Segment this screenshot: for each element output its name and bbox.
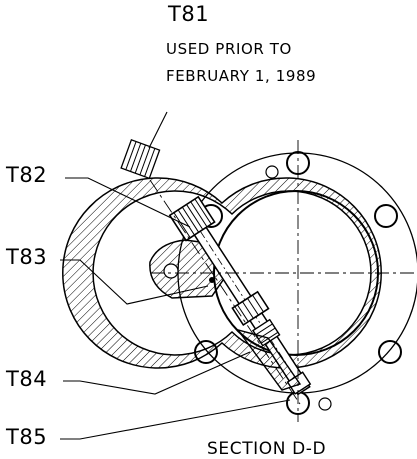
t84-leader xyxy=(63,351,251,395)
t81-note-line2: FEBRUARY 1, 1989 xyxy=(166,67,317,85)
clamp-ring xyxy=(62,177,382,369)
t82-label: T82 xyxy=(6,163,48,187)
t81-knob xyxy=(120,139,161,180)
clamp-arm xyxy=(236,328,302,391)
t83-leader xyxy=(60,259,209,305)
leader-lines xyxy=(60,111,291,440)
t82-leader xyxy=(65,177,191,228)
t81-note-line1: USED PRIOR TO xyxy=(166,40,292,58)
t83-label: T83 xyxy=(6,245,48,269)
lug-pin-hole xyxy=(163,263,179,279)
pivot-dot xyxy=(209,277,215,283)
bolt-hole-upper-right xyxy=(374,204,398,228)
t81-label: T81 xyxy=(168,2,210,26)
t81-leader xyxy=(148,111,168,149)
small-hole-top xyxy=(265,165,279,179)
screw-assembly xyxy=(168,195,312,396)
t85-label: T85 xyxy=(6,425,48,449)
t85-leader xyxy=(60,399,291,440)
small-holes xyxy=(265,165,332,411)
section-title: SECTION D-D xyxy=(207,439,327,459)
bolt-hole-lower-right xyxy=(378,340,402,364)
center-lines xyxy=(149,140,417,422)
t84-label: T84 xyxy=(6,367,48,391)
small-hole-bottom xyxy=(318,397,332,411)
